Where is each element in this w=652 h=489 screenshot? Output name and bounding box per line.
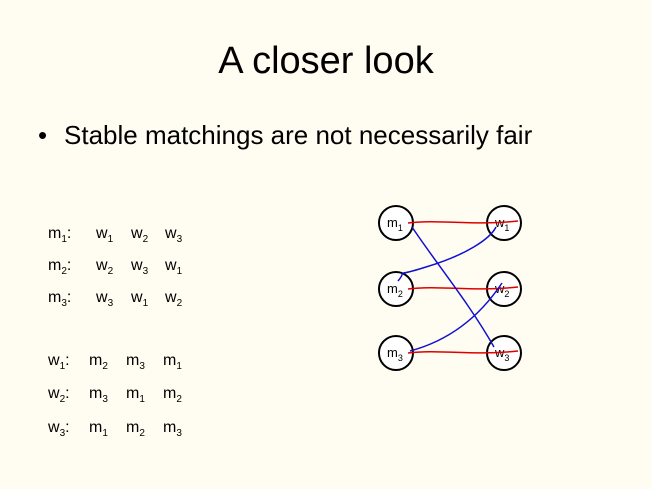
- bullet-dot: •: [38, 120, 48, 150]
- node-w2: w2: [486, 271, 522, 307]
- owner-separator: :: [66, 257, 72, 274]
- ranked-choice: m3: [163, 417, 182, 439]
- ranked-choice: m3: [126, 350, 145, 372]
- ranked-choice: w1: [96, 223, 113, 245]
- choice-label: m1: [126, 385, 145, 405]
- ranked-choice: w2: [96, 255, 113, 277]
- edge-blue-m3-w2: [409, 282, 503, 352]
- node-m2: m2: [378, 271, 414, 307]
- preference-owner: m3:: [48, 287, 71, 309]
- owner-label: m2: [48, 257, 67, 277]
- edge-red-m2-w2: [407, 286, 519, 290]
- ranked-choice: w3: [165, 223, 182, 245]
- choice-label: w1: [96, 225, 114, 245]
- choice-label: m3: [126, 352, 145, 372]
- ranked-choice: m1: [126, 383, 145, 405]
- choice-label: m3: [163, 419, 182, 439]
- choice-label: w3: [131, 257, 149, 277]
- owner-separator: :: [65, 419, 70, 436]
- preference-owner: w3:: [48, 417, 70, 439]
- edge-red-m3-w3: [407, 350, 519, 354]
- ranked-choice: m2: [163, 383, 182, 405]
- slide-title: A closer look: [218, 40, 434, 82]
- preference-owner: m1:: [48, 223, 71, 245]
- ranked-choice: m1: [89, 417, 108, 439]
- ranked-choice: w2: [131, 223, 148, 245]
- node-m1: m1: [378, 205, 414, 241]
- node-w1: w1: [486, 205, 522, 241]
- ranked-choice: w3: [131, 255, 148, 277]
- node-w3: w3: [486, 335, 522, 371]
- choice-label: w3: [96, 289, 114, 309]
- preference-owner: m2:: [48, 255, 71, 277]
- owner-separator: :: [65, 352, 70, 369]
- preference-owner: w1:: [48, 350, 70, 372]
- owner-separator: :: [65, 385, 70, 402]
- ranked-choice: w3: [96, 287, 113, 309]
- owner-separator: :: [66, 225, 72, 242]
- preference-owner: w2:: [48, 383, 70, 405]
- owner-label: m1: [48, 225, 67, 245]
- choice-label: w1: [165, 257, 183, 277]
- ranked-choice: m2: [89, 350, 108, 372]
- choice-label: m1: [163, 352, 182, 372]
- owner-label: w3: [48, 419, 66, 439]
- choice-label: w3: [165, 225, 183, 245]
- owner-label: w1: [48, 352, 66, 372]
- choice-label: w2: [165, 289, 183, 309]
- ranked-choice: w1: [131, 287, 148, 309]
- choice-label: w1: [131, 289, 149, 309]
- owner-label: m3: [48, 289, 67, 309]
- ranked-choice: m3: [89, 383, 108, 405]
- choice-label: w2: [131, 225, 149, 245]
- ranked-choice: w1: [165, 255, 182, 277]
- ranked-choice: w2: [165, 287, 182, 309]
- choice-label: m2: [126, 419, 145, 439]
- owner-label: w2: [48, 385, 66, 405]
- node-m3: m3: [378, 335, 414, 371]
- owner-separator: :: [66, 289, 72, 306]
- choice-label: m3: [89, 385, 108, 405]
- bullet-text: Stable matchings are not necessarily fai…: [64, 120, 533, 150]
- choice-label: w2: [96, 257, 114, 277]
- choice-label: m2: [89, 352, 108, 372]
- ranked-choice: m1: [163, 350, 182, 372]
- edge-red-m1-w1: [407, 220, 519, 224]
- edge-blue-m2-w1: [397, 226, 497, 282]
- bullet-point: • Stable matchings are not necessarily fa…: [38, 118, 532, 152]
- choice-label: m1: [89, 419, 108, 439]
- choice-label: m2: [163, 385, 182, 405]
- ranked-choice: m2: [126, 417, 145, 439]
- edge-blue-m1-w3: [411, 226, 495, 348]
